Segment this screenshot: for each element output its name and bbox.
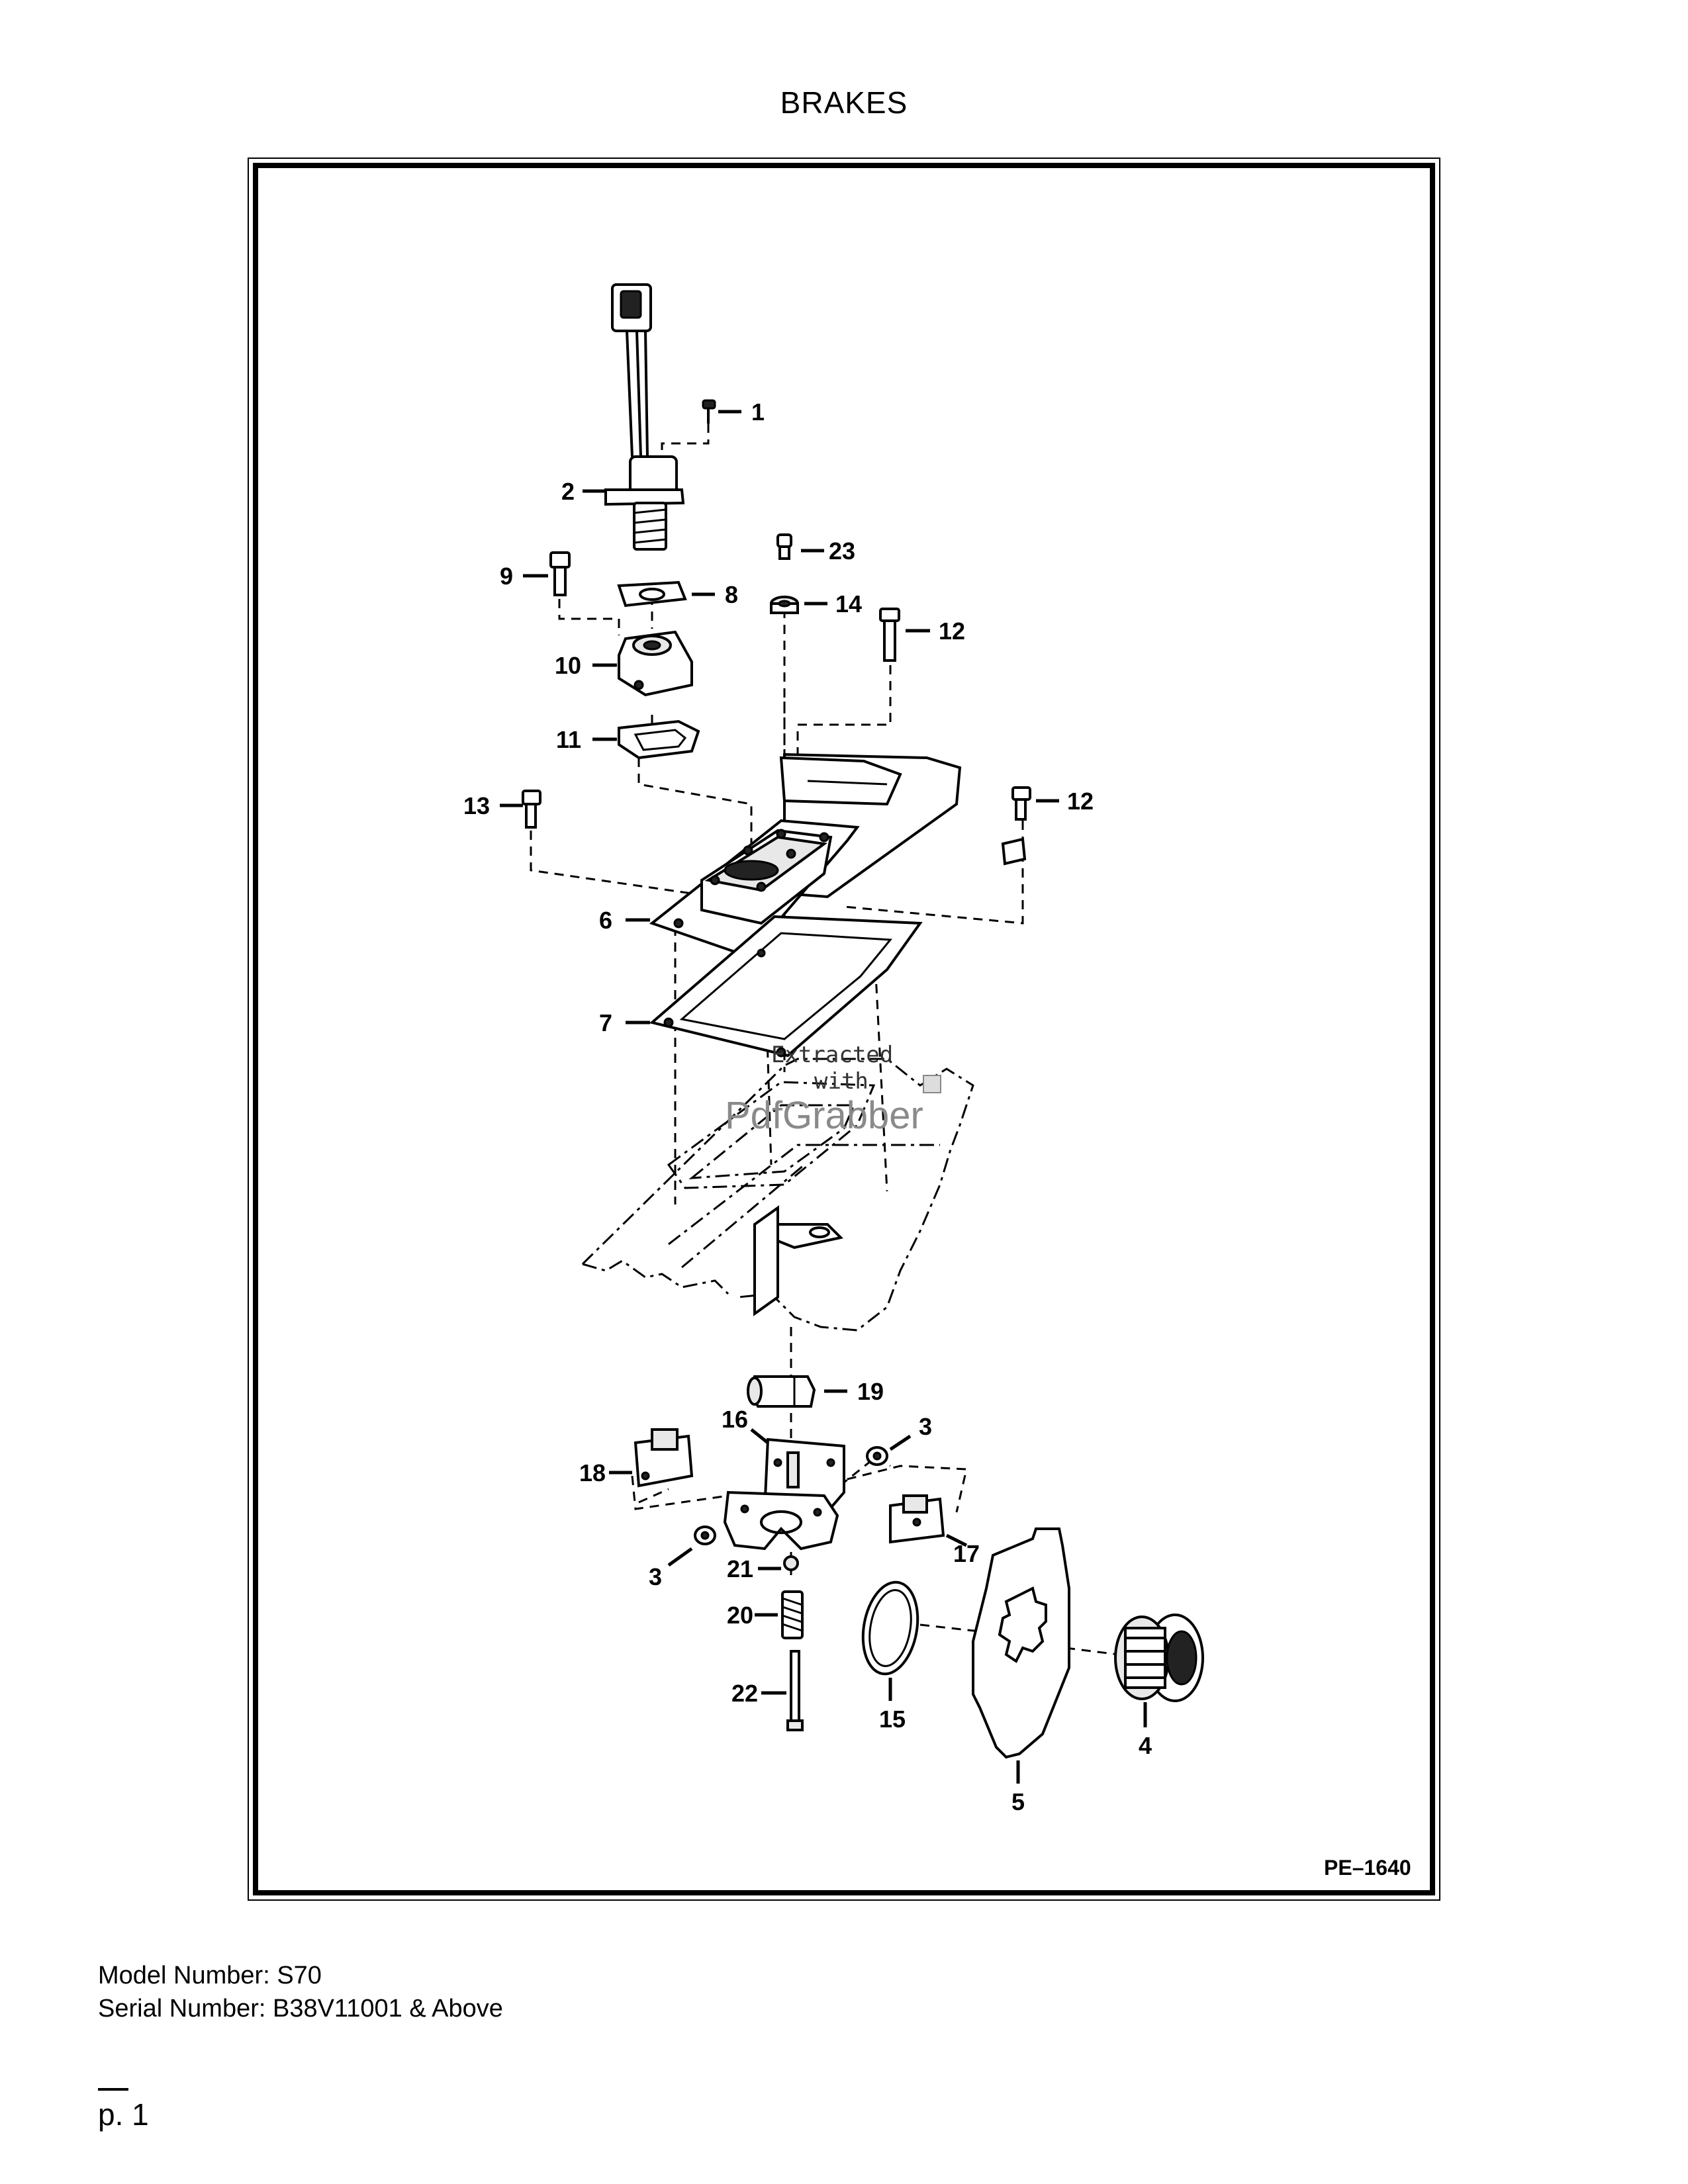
- fitting-part-23: [776, 533, 792, 560]
- callout-21: 21: [727, 1555, 753, 1582]
- callout-3-upper: 3: [919, 1413, 932, 1440]
- svg-text:PdfGrabber: PdfGrabber: [725, 1094, 923, 1137]
- callout-8: 8: [725, 581, 738, 608]
- callout-7: 7: [599, 1009, 612, 1036]
- chassis-section: [581, 1058, 974, 1332]
- watermark-logo-icon: [923, 1075, 941, 1093]
- brake-disc-part-5: [972, 1527, 1070, 1759]
- bushing-part-14: [770, 596, 799, 614]
- screw-part-1: [702, 399, 716, 424]
- brake-pad-part-17: [889, 1494, 945, 1544]
- bolt-part-12-top: [879, 608, 900, 662]
- screw-part-3-upper: [866, 1446, 888, 1466]
- brake-pad-part-18: [633, 1428, 694, 1488]
- callout-4: 4: [1139, 1732, 1152, 1759]
- svg-text:with: with: [814, 1068, 868, 1095]
- diagram-frame: [253, 163, 1435, 1895]
- footer-info: Model Number: S70 Serial Number: B38V110…: [98, 1959, 503, 2025]
- callout-3-lower: 3: [649, 1563, 662, 1590]
- callout-9: 9: [500, 563, 513, 590]
- sprocket-part-4: [1114, 1614, 1204, 1702]
- page-rule: [98, 2088, 128, 2091]
- figure-code: PE–1640: [1324, 1856, 1411, 1880]
- bolt-part-12-right: [1001, 786, 1031, 866]
- diagram-frame-outer: [248, 158, 1440, 1901]
- callout-13: 13: [463, 792, 490, 819]
- solenoid-part-2: [604, 283, 685, 551]
- screw-part-3-lower: [694, 1525, 716, 1545]
- callout-23: 23: [829, 537, 855, 565]
- pin-part-22: [786, 1650, 804, 1731]
- callout-12-top: 12: [939, 617, 965, 645]
- page-title: BRAKES: [780, 85, 908, 120]
- callout-2: 2: [561, 478, 575, 505]
- bolt-part-9: [549, 551, 571, 596]
- callout-15: 15: [879, 1706, 906, 1733]
- brake-plate-part-6: [649, 752, 962, 958]
- pin-part-19: [747, 1375, 816, 1408]
- gasket-part-7: [649, 915, 923, 1058]
- callout-20: 20: [727, 1602, 753, 1629]
- callout-14: 14: [835, 590, 862, 617]
- callout-5: 5: [1011, 1788, 1025, 1815]
- valve-housing-part-10: [618, 630, 693, 697]
- model-number: Model Number: S70: [98, 1962, 322, 1989]
- callout-labels: 1 2 23 9 8 14 12 10 11 12 13 6 7 19 3 16…: [463, 398, 1152, 1815]
- callout-6: 6: [599, 907, 612, 934]
- callout-10: 10: [555, 652, 581, 679]
- leader-lines: [500, 410, 1147, 1784]
- spring-part-20: [781, 1590, 804, 1639]
- callout-1: 1: [751, 398, 765, 426]
- callout-19: 19: [857, 1378, 884, 1405]
- serial-number: Serial Number: B38V11001 & Above: [98, 1995, 503, 2023]
- callout-16: 16: [722, 1406, 748, 1433]
- bolt-part-13: [522, 790, 541, 829]
- gasket-part-11: [618, 719, 700, 760]
- ball-part-21: [783, 1555, 799, 1571]
- page-number: p. 1: [98, 2097, 149, 2132]
- callout-18: 18: [579, 1459, 606, 1486]
- retaining-ring-part-15: [861, 1580, 919, 1676]
- callout-22: 22: [731, 1680, 758, 1707]
- callout-11: 11: [556, 726, 581, 753]
- svg-text:Extracted: Extracted: [771, 1042, 893, 1068]
- brake-bracket-part-16: [723, 1437, 845, 1551]
- callout-17: 17: [953, 1540, 980, 1567]
- callout-12-right: 12: [1067, 788, 1094, 815]
- watermark: Extracted with PdfGrabber: [725, 1042, 941, 1137]
- gasket-part-8: [617, 580, 687, 608]
